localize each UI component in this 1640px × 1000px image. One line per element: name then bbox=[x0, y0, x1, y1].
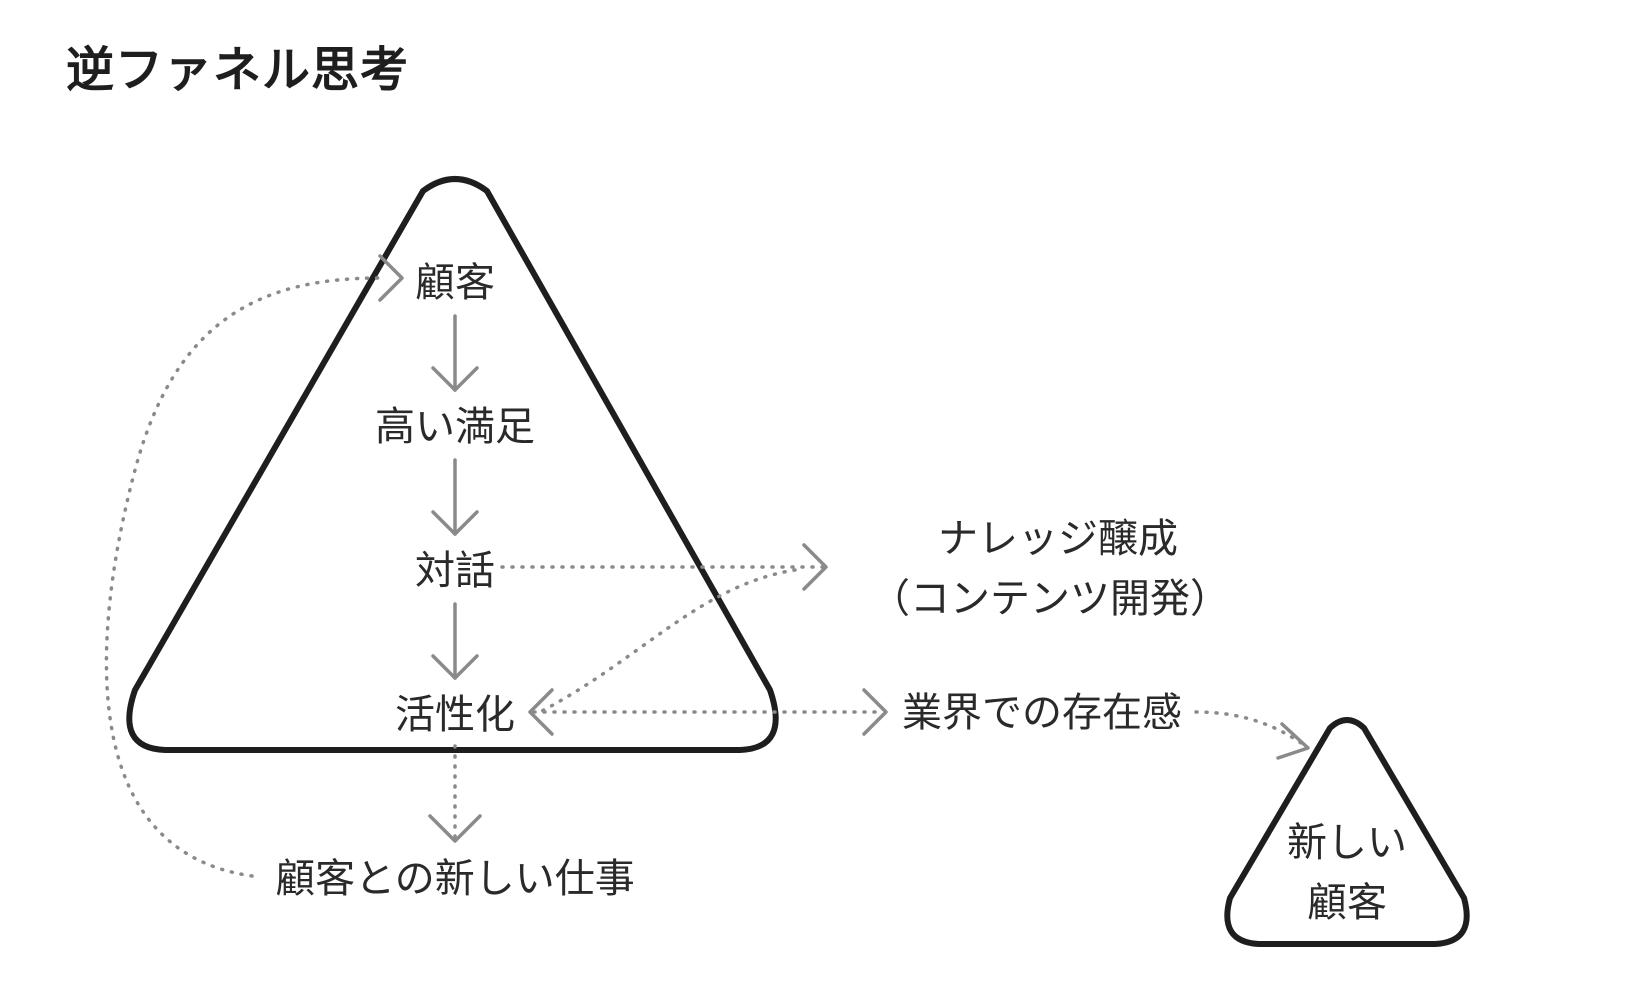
node-industry-presence: 業界での存在感 bbox=[902, 690, 1182, 736]
node-new-customer-line2: 顧客 bbox=[1307, 880, 1387, 926]
arrow-satisfaction-to-dialogue bbox=[431, 458, 479, 536]
small-triangle bbox=[1224, 717, 1470, 947]
diagram-title: 逆ファネル思考 bbox=[66, 42, 410, 98]
node-dialogue: 対話 bbox=[415, 548, 495, 594]
arrow-customer-to-satisfaction bbox=[431, 314, 479, 392]
node-knowledge-line1: ナレッジ醸成 bbox=[938, 516, 1178, 562]
node-knowledge-line2: （コンテンツ開発） bbox=[870, 576, 1230, 622]
arrow-knowledge-to-activation bbox=[538, 568, 797, 714]
node-customer: 顧客 bbox=[415, 260, 495, 306]
node-activation: 活性化 bbox=[395, 692, 515, 738]
node-high-satisfaction: 高い満足 bbox=[375, 404, 535, 450]
arrow-dialogue-to-knowledge bbox=[500, 543, 828, 591]
arrow-activation-industry-bidirectional bbox=[528, 688, 888, 736]
node-new-work-with-customer: 顧客との新しい仕事 bbox=[275, 856, 635, 902]
main-triangle bbox=[126, 176, 779, 753]
arrow-industry-to-new-customer bbox=[1194, 710, 1310, 760]
node-new-customer-line1: 新しい bbox=[1287, 820, 1407, 866]
dotted-arrows bbox=[104, 254, 1310, 878]
arrow-dialogue-to-activation bbox=[431, 602, 479, 680]
arrow-new-work-to-customer bbox=[104, 254, 404, 878]
arrow-activation-to-new-work bbox=[428, 744, 482, 843]
solid-arrows bbox=[431, 314, 479, 680]
